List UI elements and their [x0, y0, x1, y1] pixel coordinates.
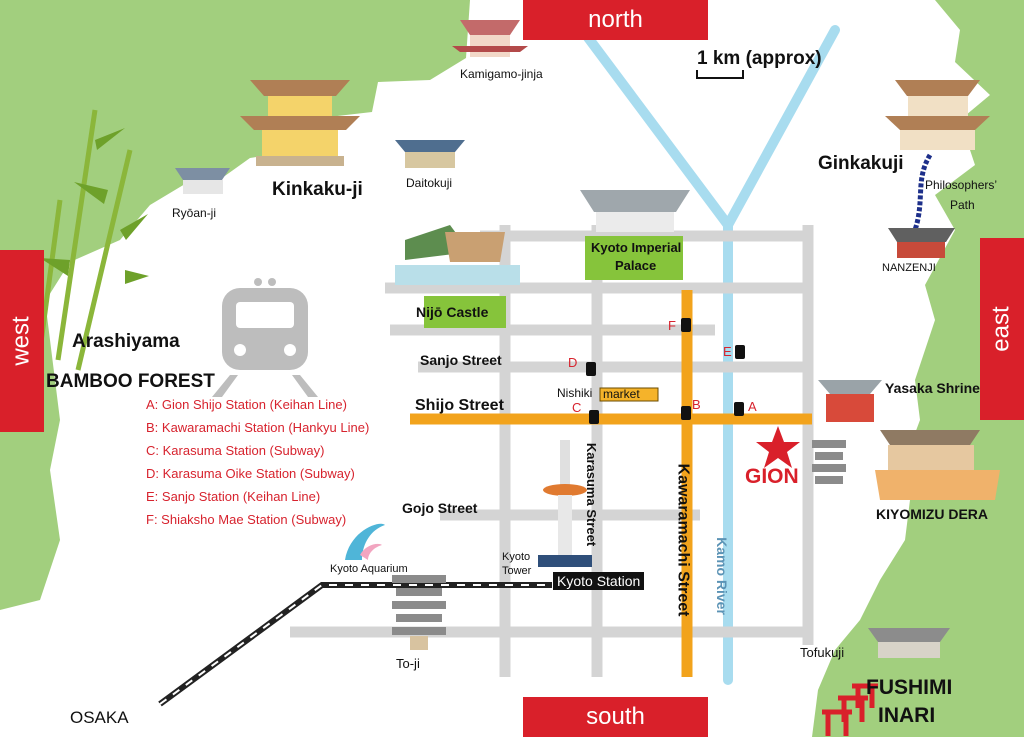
station-icons — [586, 318, 745, 424]
station-a-icon — [734, 402, 744, 416]
dolphin-icon — [345, 523, 385, 560]
imperial-palace-illustration — [580, 190, 690, 232]
philosophers-path-label-1: Philosophers’ — [925, 178, 998, 192]
nijo-castle-block — [424, 296, 506, 328]
kamo-river-label: Kamo River — [713, 537, 730, 615]
train-icon — [212, 278, 318, 397]
ryoanji-label: Ryōan-ji — [172, 206, 217, 220]
station-letter-f: F — [668, 318, 676, 333]
west-banner: west — [0, 250, 44, 432]
market-label: market — [603, 387, 640, 401]
yasaka-shrine-label: Yasaka Shrine — [885, 380, 980, 396]
kamigamo-jinja-illustration — [452, 20, 528, 57]
nishiki-market-bar — [599, 387, 659, 402]
bamboo-forest-illustration — [37, 109, 149, 371]
ginkakuji-illustration — [885, 80, 990, 150]
nishiki-label: Nishiki — [557, 386, 593, 400]
legend-item: C: Karasuma Station (Subway) — [146, 443, 325, 458]
east-label: east — [988, 306, 1015, 352]
kyoto-aquarium-label: Kyoto Aquarium — [330, 563, 408, 575]
nanzenji-label: NANZENJI — [882, 262, 936, 274]
pagoda-gion-illustration — [812, 440, 846, 484]
station-c-icon — [589, 410, 599, 424]
imperial-palace-label-1: Kyoto Imperial — [591, 240, 682, 255]
ryoanji-illustration — [175, 168, 230, 194]
torii-gates-icon — [822, 683, 878, 736]
tofukuji-label: Tofukuji — [800, 645, 845, 660]
kiyomizu-dera-illustration — [875, 430, 1000, 500]
nijo-castle-label: Nijō Castle — [416, 304, 489, 320]
legend-item: D: Karasuma Oike Station (Subway) — [146, 466, 355, 481]
western-hills — [0, 0, 470, 300]
kyoto-tower-label-2: Tower — [502, 565, 532, 577]
east-banner: east — [980, 238, 1024, 420]
scale-label: 1 km (approx) — [697, 48, 822, 69]
street-grid — [290, 225, 814, 677]
main-streets — [410, 290, 812, 677]
philosophers-path-label-2: Path — [950, 198, 975, 212]
station-f-icon — [681, 318, 691, 332]
gojo-street-label: Gojo Street — [402, 500, 478, 516]
kinkakuji-label: Kinkaku-ji — [272, 179, 363, 200]
station-b-icon — [681, 406, 691, 420]
toji-pagoda-illustration — [392, 575, 446, 650]
railway-line — [158, 582, 552, 707]
gion-star-icon — [756, 426, 800, 468]
shijo-street-label: Shijo Street — [415, 397, 504, 414]
daitokuji-illustration — [395, 140, 465, 168]
kyoto-tower-label-1: Kyoto — [502, 551, 531, 563]
south-banner: south — [523, 697, 708, 737]
legend-item: A: Gion Shijo Station (Keihan Line) — [146, 397, 347, 412]
yasaka-shrine-illustration — [818, 380, 882, 422]
osaka-label: OSAKA — [70, 708, 129, 727]
scale-bar — [696, 70, 744, 79]
station-letter-b: B — [692, 397, 701, 412]
station-letter-a: A — [748, 399, 757, 414]
kiyomizu-dera-label: KIYOMIZU DERA — [876, 506, 988, 522]
kawaramachi-street-label: Kawaramachi Street — [674, 463, 692, 617]
station-d-icon — [586, 362, 596, 376]
station-letter-c: C — [572, 400, 582, 415]
legend-item: B: Kawaramachi Station (Hankyu Line) — [146, 420, 370, 435]
fushimi-label: FUSHIMI — [866, 676, 953, 699]
kinkakuji-illustration — [240, 80, 360, 166]
imperial-palace-label-2: Palace — [615, 258, 657, 273]
kyoto-tower-illustration — [538, 440, 592, 567]
bamboo-forest-label: BAMBOO FOREST — [46, 371, 215, 392]
station-letter-d: D — [568, 355, 578, 370]
toji-label: To-ji — [396, 656, 420, 671]
daitokuji-label: Daitokuji — [406, 176, 453, 190]
arashiyama-label: Arashiyama — [72, 331, 180, 352]
legend-item: F: Shiaksho Mae Station (Subway) — [146, 512, 347, 527]
tofukuji-illustration — [868, 628, 950, 658]
gion-label: GION — [745, 465, 799, 488]
inari-label: INARI — [878, 704, 936, 727]
eastern-hills — [812, 0, 1024, 737]
station-e-icon — [735, 345, 745, 359]
nijo-castle-illustration — [395, 225, 520, 285]
west-label: west — [8, 316, 36, 366]
imperial-palace-block — [585, 236, 683, 280]
station-letter-e: E — [723, 344, 732, 359]
philosophers-path-line — [912, 153, 933, 231]
legend-item: E: Sanjo Station (Keihan Line) — [146, 489, 321, 504]
sanjo-street-label: Sanjo Street — [420, 352, 502, 368]
kamigamo-jinja-label: Kamigamo-jinja — [460, 67, 543, 81]
north-banner: north — [523, 0, 708, 40]
nanzenji-illustration — [888, 228, 955, 258]
ginkakuji-label: Ginkakuji — [818, 153, 904, 174]
kyoto-station-label: Kyoto Station — [553, 572, 645, 590]
karasuma-street-label: Karasuma Street — [584, 442, 600, 547]
